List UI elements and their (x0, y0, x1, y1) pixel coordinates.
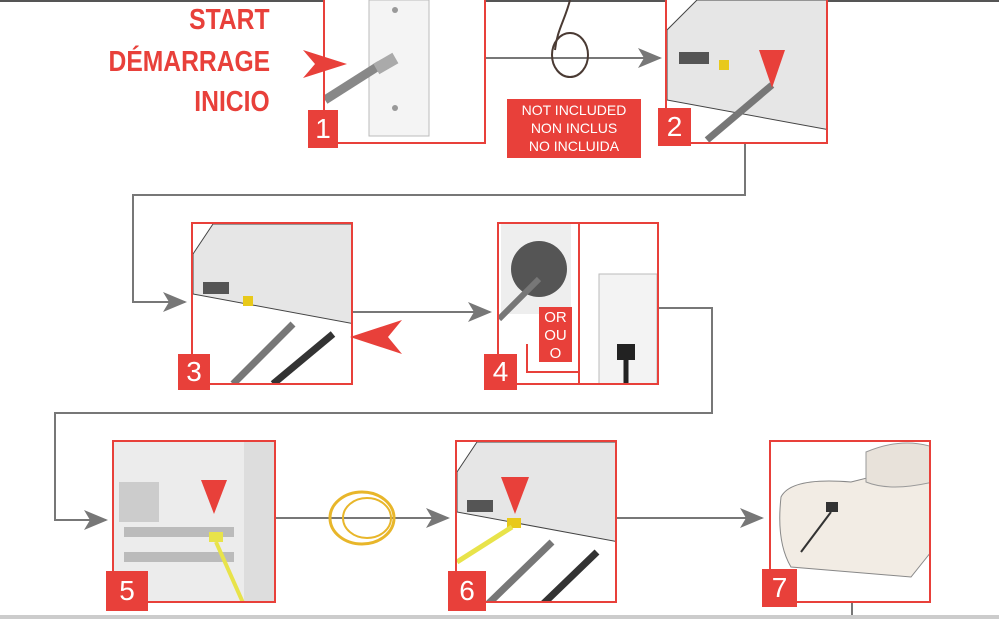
not-included-en: NOT INCLUDED (521, 102, 627, 118)
step-1-panel (323, 0, 486, 144)
step-3-badge: 3 (178, 354, 210, 390)
step-6-badge: 6 (448, 571, 486, 611)
top-border (0, 0, 999, 2)
modem-coax-illustration (667, 0, 826, 142)
step-7-panel (769, 440, 931, 603)
wall-coax-outlet-illustration (325, 0, 430, 137)
step-3-panel (191, 222, 353, 385)
start-label-es: INICIO (194, 86, 270, 118)
or-badge: OR OU O (539, 307, 572, 362)
or-en: OR (544, 309, 567, 326)
cable-illustration (551, 0, 589, 78)
step-4-divider (578, 224, 580, 383)
step-7-badge: 7 (762, 569, 797, 607)
step-4-badge: 4 (484, 354, 517, 390)
step-4-panel (497, 222, 659, 385)
or-es: O (549, 345, 562, 362)
not-included-badge: NOT INCLUDED NON INCLUS NO INCLUIDA (507, 99, 641, 158)
power-arrow-icon (350, 320, 402, 354)
modem-power-illustration (193, 224, 351, 383)
not-included-fr: NON INCLUS (530, 120, 618, 136)
or-fr: OU (544, 327, 567, 344)
modem-ethernet-illustration (457, 442, 615, 601)
step-1-badge: 1 (308, 110, 338, 148)
ethernet-cable-illustration (328, 490, 396, 546)
start-label-en: START (189, 4, 270, 36)
step-2-panel (665, 0, 828, 144)
step-5-panel (112, 440, 276, 603)
device-connected-illustration (779, 442, 929, 578)
computer-ethernet-illustration (114, 442, 274, 601)
start-label-fr: DÉMARRAGE (108, 46, 270, 78)
bottom-border (0, 615, 999, 619)
connector-4-5 (54, 307, 713, 530)
step-2-badge: 2 (658, 108, 691, 146)
power-outlet-illustration (499, 224, 657, 383)
not-included-es: NO INCLUIDA (528, 138, 620, 154)
connector-2-3 (132, 143, 746, 312)
step-5-badge: 5 (106, 571, 148, 611)
start-arrow-icon (303, 50, 347, 78)
